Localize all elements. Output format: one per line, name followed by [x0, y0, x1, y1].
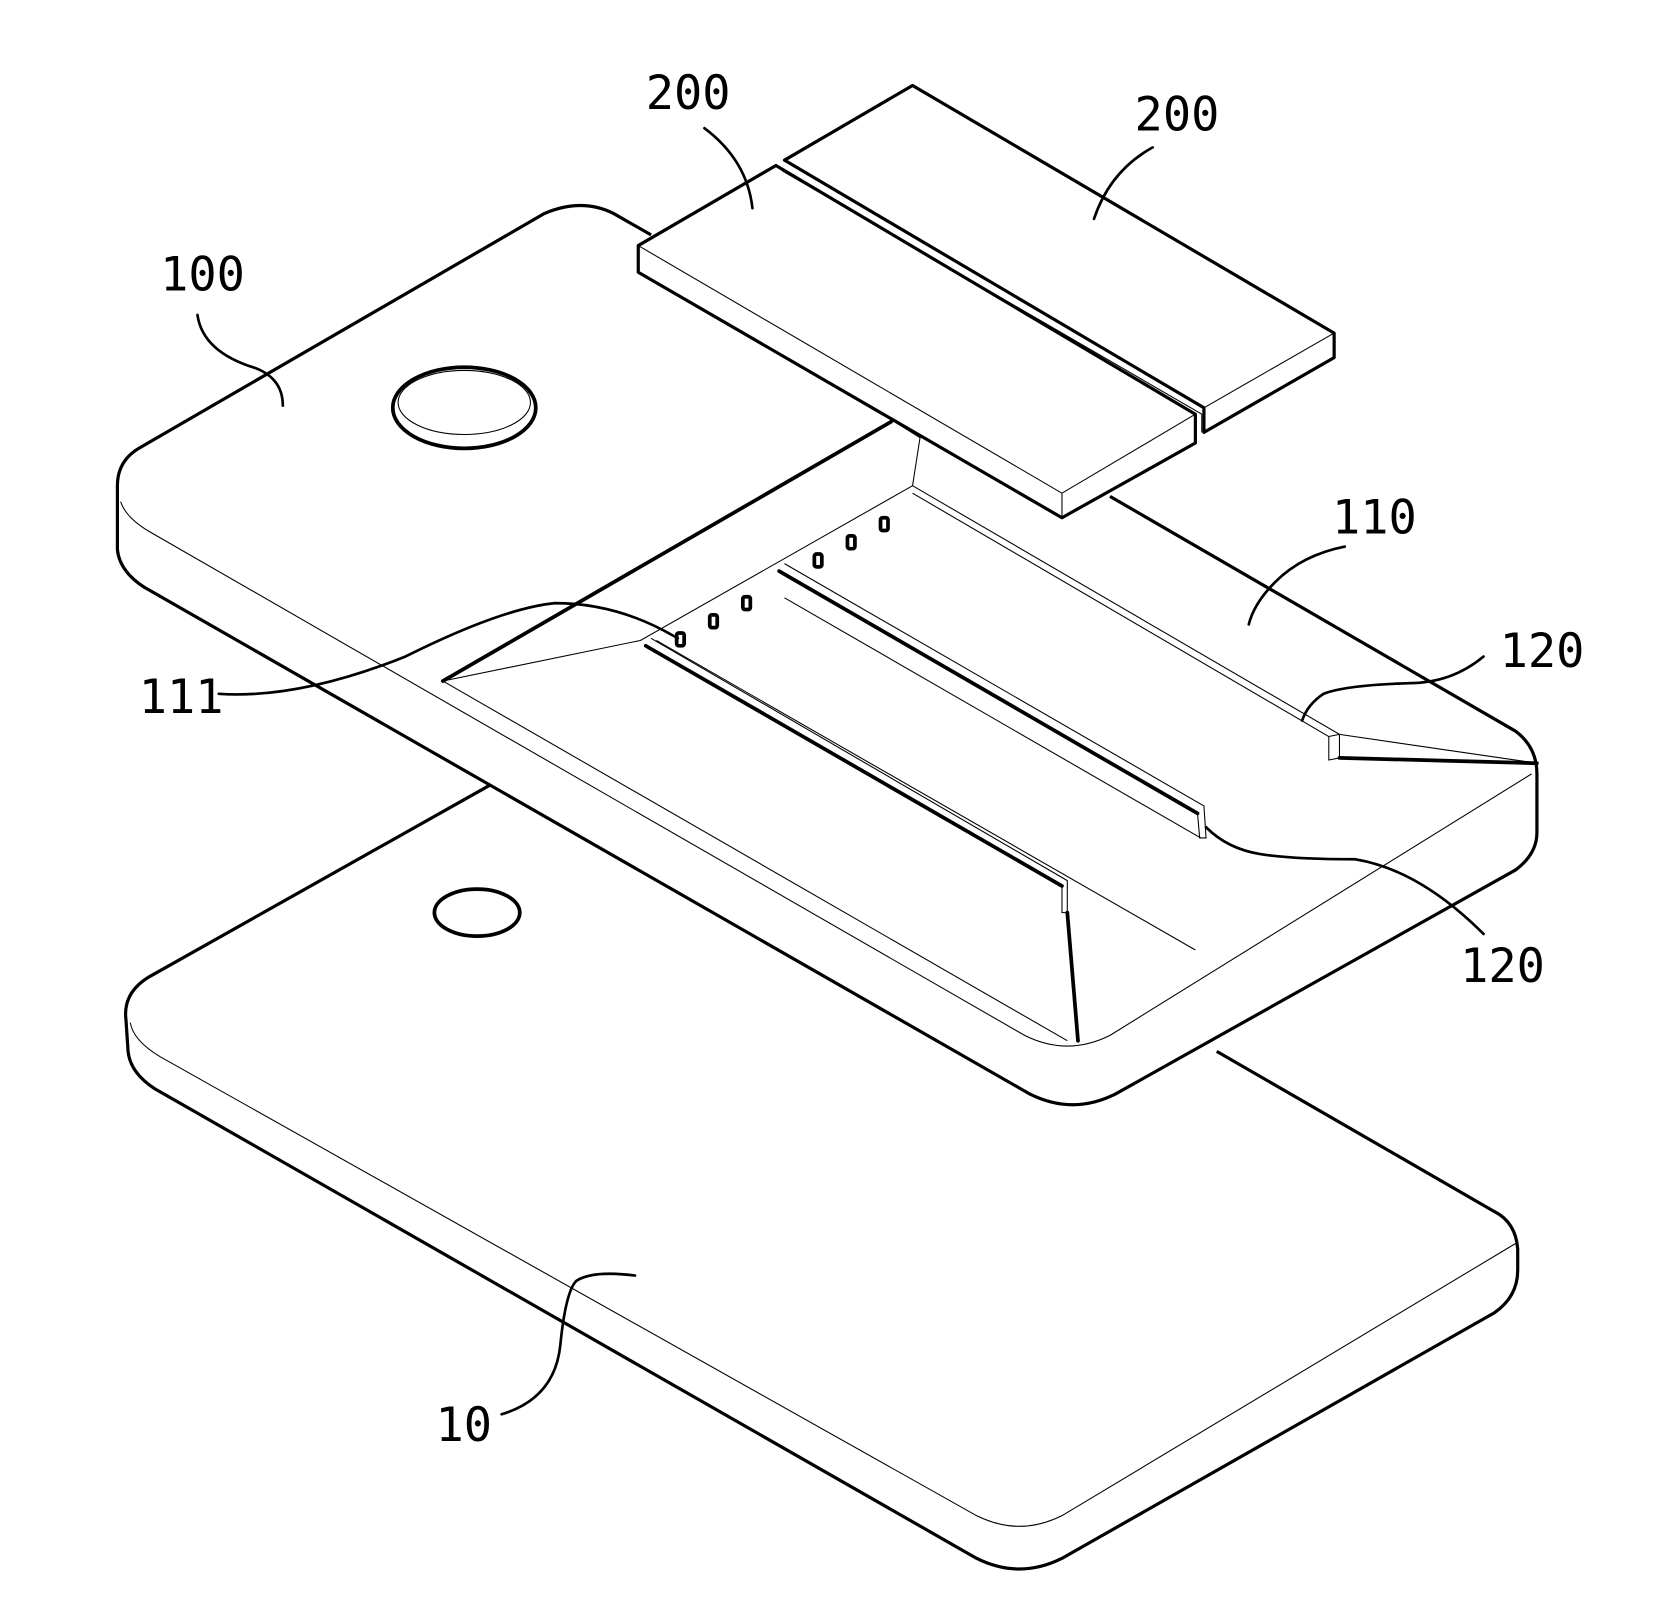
label-10: 10: [435, 1398, 492, 1453]
leader-lines: [196, 126, 1485, 1416]
label-120-bottom: 120: [1460, 939, 1545, 994]
device-hole: [432, 887, 522, 938]
card-200-front: [636, 163, 1203, 520]
recess-110: [441, 419, 1539, 1043]
case-hole: [390, 365, 538, 451]
device-body-10: [124, 783, 1520, 1571]
case-100: [115, 204, 1539, 1107]
label-200-rear: 200: [1135, 87, 1220, 142]
label-200-front: 200: [646, 66, 731, 121]
terminal-pins-111: [674, 515, 890, 648]
label-120-top: 120: [1500, 624, 1585, 679]
rail-120-rear: [656, 563, 1207, 951]
label-111: 111: [139, 670, 224, 725]
card-200-rear: [782, 83, 1336, 434]
rail-120-front: [643, 637, 1068, 914]
label-100: 100: [160, 247, 245, 302]
label-110: 110: [1332, 491, 1417, 546]
